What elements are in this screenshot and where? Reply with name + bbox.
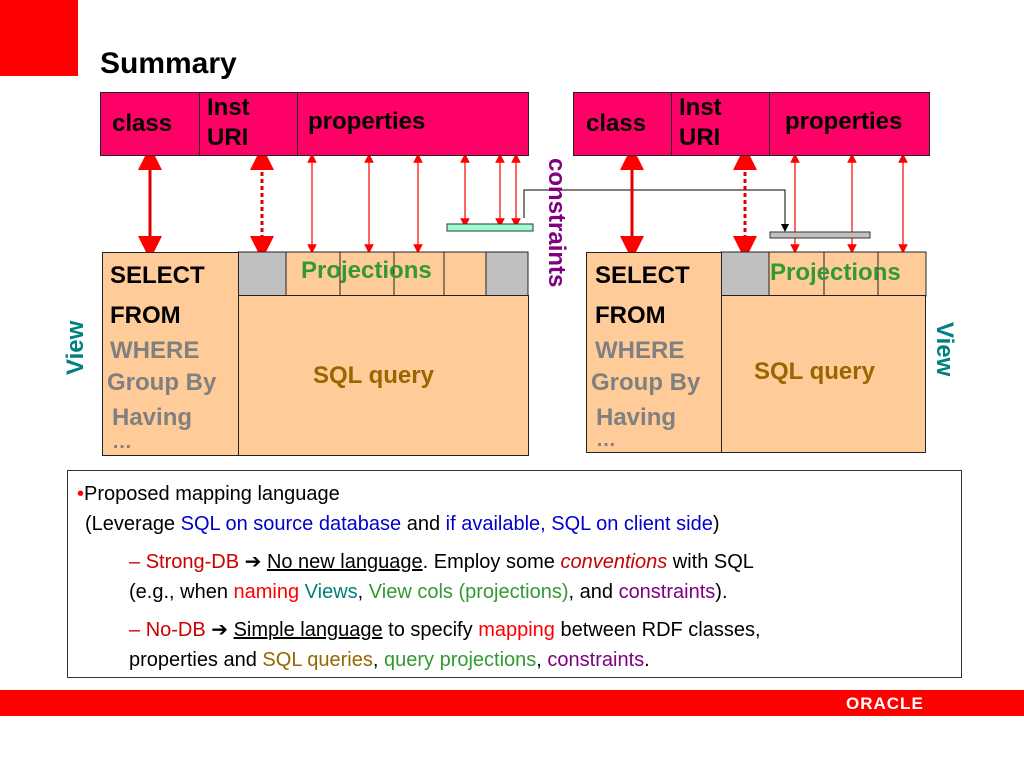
nodb-between: between RDF classes, bbox=[554, 619, 761, 641]
sql-clauses-box-right bbox=[586, 252, 722, 453]
strong-and: , and bbox=[568, 581, 619, 603]
l2-if: if available, bbox=[445, 513, 552, 535]
sql-query-label-left: SQL query bbox=[313, 362, 434, 389]
strong-with-sql: with SQL bbox=[667, 551, 754, 573]
sql-query-box-left bbox=[238, 295, 529, 456]
group-by-keyword-left: Group By bbox=[107, 369, 217, 396]
projections-label-left: Projections bbox=[301, 257, 432, 284]
nodb-sql-queries: SQL queries bbox=[262, 649, 373, 671]
sql-clauses-box-left bbox=[102, 252, 239, 456]
having-keyword-left: Having bbox=[112, 404, 193, 431]
select-keyword-right: SELECT bbox=[595, 262, 690, 289]
nodb-to-specify: to specify bbox=[382, 619, 479, 641]
corner-accent bbox=[0, 0, 78, 76]
strong-comma: , bbox=[357, 581, 369, 603]
constraint-bar-right bbox=[769, 231, 871, 239]
l2-sql-client: SQL on client side bbox=[551, 513, 713, 535]
sql-query-box-right bbox=[721, 295, 926, 453]
select-keyword-left: SELECT bbox=[110, 262, 205, 289]
properties-label-right: properties bbox=[785, 108, 903, 135]
no-db-line2: properties and SQL queries, query projec… bbox=[129, 645, 650, 675]
properties-box-right bbox=[769, 92, 930, 156]
nodb-period: . bbox=[644, 649, 650, 671]
no-db-name: No-DB bbox=[145, 619, 206, 641]
l2-open: (Leverage bbox=[85, 513, 181, 535]
strong-db-line1: – Strong-DB ➔ No new language. Employ so… bbox=[129, 547, 754, 577]
group-by-keyword-right: Group By bbox=[591, 369, 701, 396]
strong-db-name: Strong-DB bbox=[145, 551, 240, 573]
footer-bar bbox=[0, 690, 1024, 716]
from-keyword-left: FROM bbox=[110, 302, 181, 329]
summary-textbox: •Proposed mapping language (Leverage SQL… bbox=[67, 470, 962, 678]
strong-employ: . Employ some bbox=[422, 551, 561, 573]
no-new-language: No new language bbox=[266, 551, 423, 573]
simple-language: Simple language bbox=[233, 619, 383, 641]
nodb-constraints: constraints bbox=[547, 649, 645, 671]
strong-dash: – bbox=[129, 551, 146, 573]
inst-uri-label-left: Inst URI bbox=[207, 94, 250, 151]
nodb-dash: – bbox=[129, 619, 146, 641]
nodb-query-projections: query projections bbox=[383, 649, 537, 671]
view-label-left: View bbox=[62, 320, 89, 375]
projections-label-right: Projections bbox=[770, 259, 901, 286]
strong-db-line2: (e.g., when naming Views, View cols (pro… bbox=[129, 577, 728, 607]
class-label-left: class bbox=[112, 110, 173, 137]
no-db-line1: – No-DB ➔ Simple language to specify map… bbox=[129, 615, 761, 645]
properties-box-left bbox=[297, 92, 529, 156]
strong-end: ). bbox=[715, 581, 728, 603]
l2-sql-src: SQL on source database bbox=[180, 513, 402, 535]
where-keyword-left: WHERE bbox=[110, 337, 200, 364]
bullet-main: •Proposed mapping language bbox=[77, 479, 340, 509]
ellipsis-left: … bbox=[112, 431, 132, 453]
strong-constraints: constraints bbox=[618, 581, 716, 603]
constraint-bar-left bbox=[446, 223, 534, 232]
strong-arrow-icon: ➔ bbox=[239, 551, 267, 573]
where-keyword-right: WHERE bbox=[595, 337, 685, 364]
properties-label-left: properties bbox=[308, 108, 426, 135]
strong-naming: naming bbox=[233, 581, 300, 603]
strong-views: Views bbox=[299, 581, 358, 603]
from-keyword-right: FROM bbox=[595, 302, 666, 329]
bullet-dot: • bbox=[77, 483, 85, 505]
class-label-right: class bbox=[586, 110, 647, 137]
nodb-props-and: properties and bbox=[129, 649, 263, 671]
l2-and: and bbox=[401, 513, 446, 535]
ellipsis-right: … bbox=[596, 429, 616, 451]
nodb-arrow-icon: ➔ bbox=[205, 619, 234, 641]
page-title: Summary bbox=[100, 47, 237, 80]
oracle-logo: ORACLE bbox=[846, 694, 924, 713]
l2-close: ) bbox=[712, 513, 720, 535]
constraints-label: constraints bbox=[543, 158, 570, 288]
inst-uri-box-left bbox=[199, 92, 299, 156]
class-box-left bbox=[100, 92, 200, 156]
sql-query-label-right: SQL query bbox=[754, 358, 875, 385]
mapping-diagram bbox=[138, 146, 927, 297]
view-label-right: View bbox=[931, 322, 958, 377]
constraint-connector bbox=[523, 189, 789, 232]
inst-uri-label-right: Inst URI bbox=[679, 94, 722, 151]
bullet-main-line2: (Leverage SQL on source database and if … bbox=[85, 509, 720, 539]
nodb-mapping: mapping bbox=[478, 619, 555, 641]
strong-eg: (e.g., when bbox=[129, 581, 234, 603]
nodb-comma2: , bbox=[536, 649, 548, 671]
inst-uri-box-right bbox=[671, 92, 771, 156]
bullet-main-text: Proposed mapping language bbox=[84, 483, 340, 505]
nodb-comma1: , bbox=[372, 649, 384, 671]
strong-view-cols: View cols (projections) bbox=[368, 581, 569, 603]
having-keyword-right: Having bbox=[596, 404, 677, 431]
strong-conventions: conventions bbox=[560, 551, 668, 573]
